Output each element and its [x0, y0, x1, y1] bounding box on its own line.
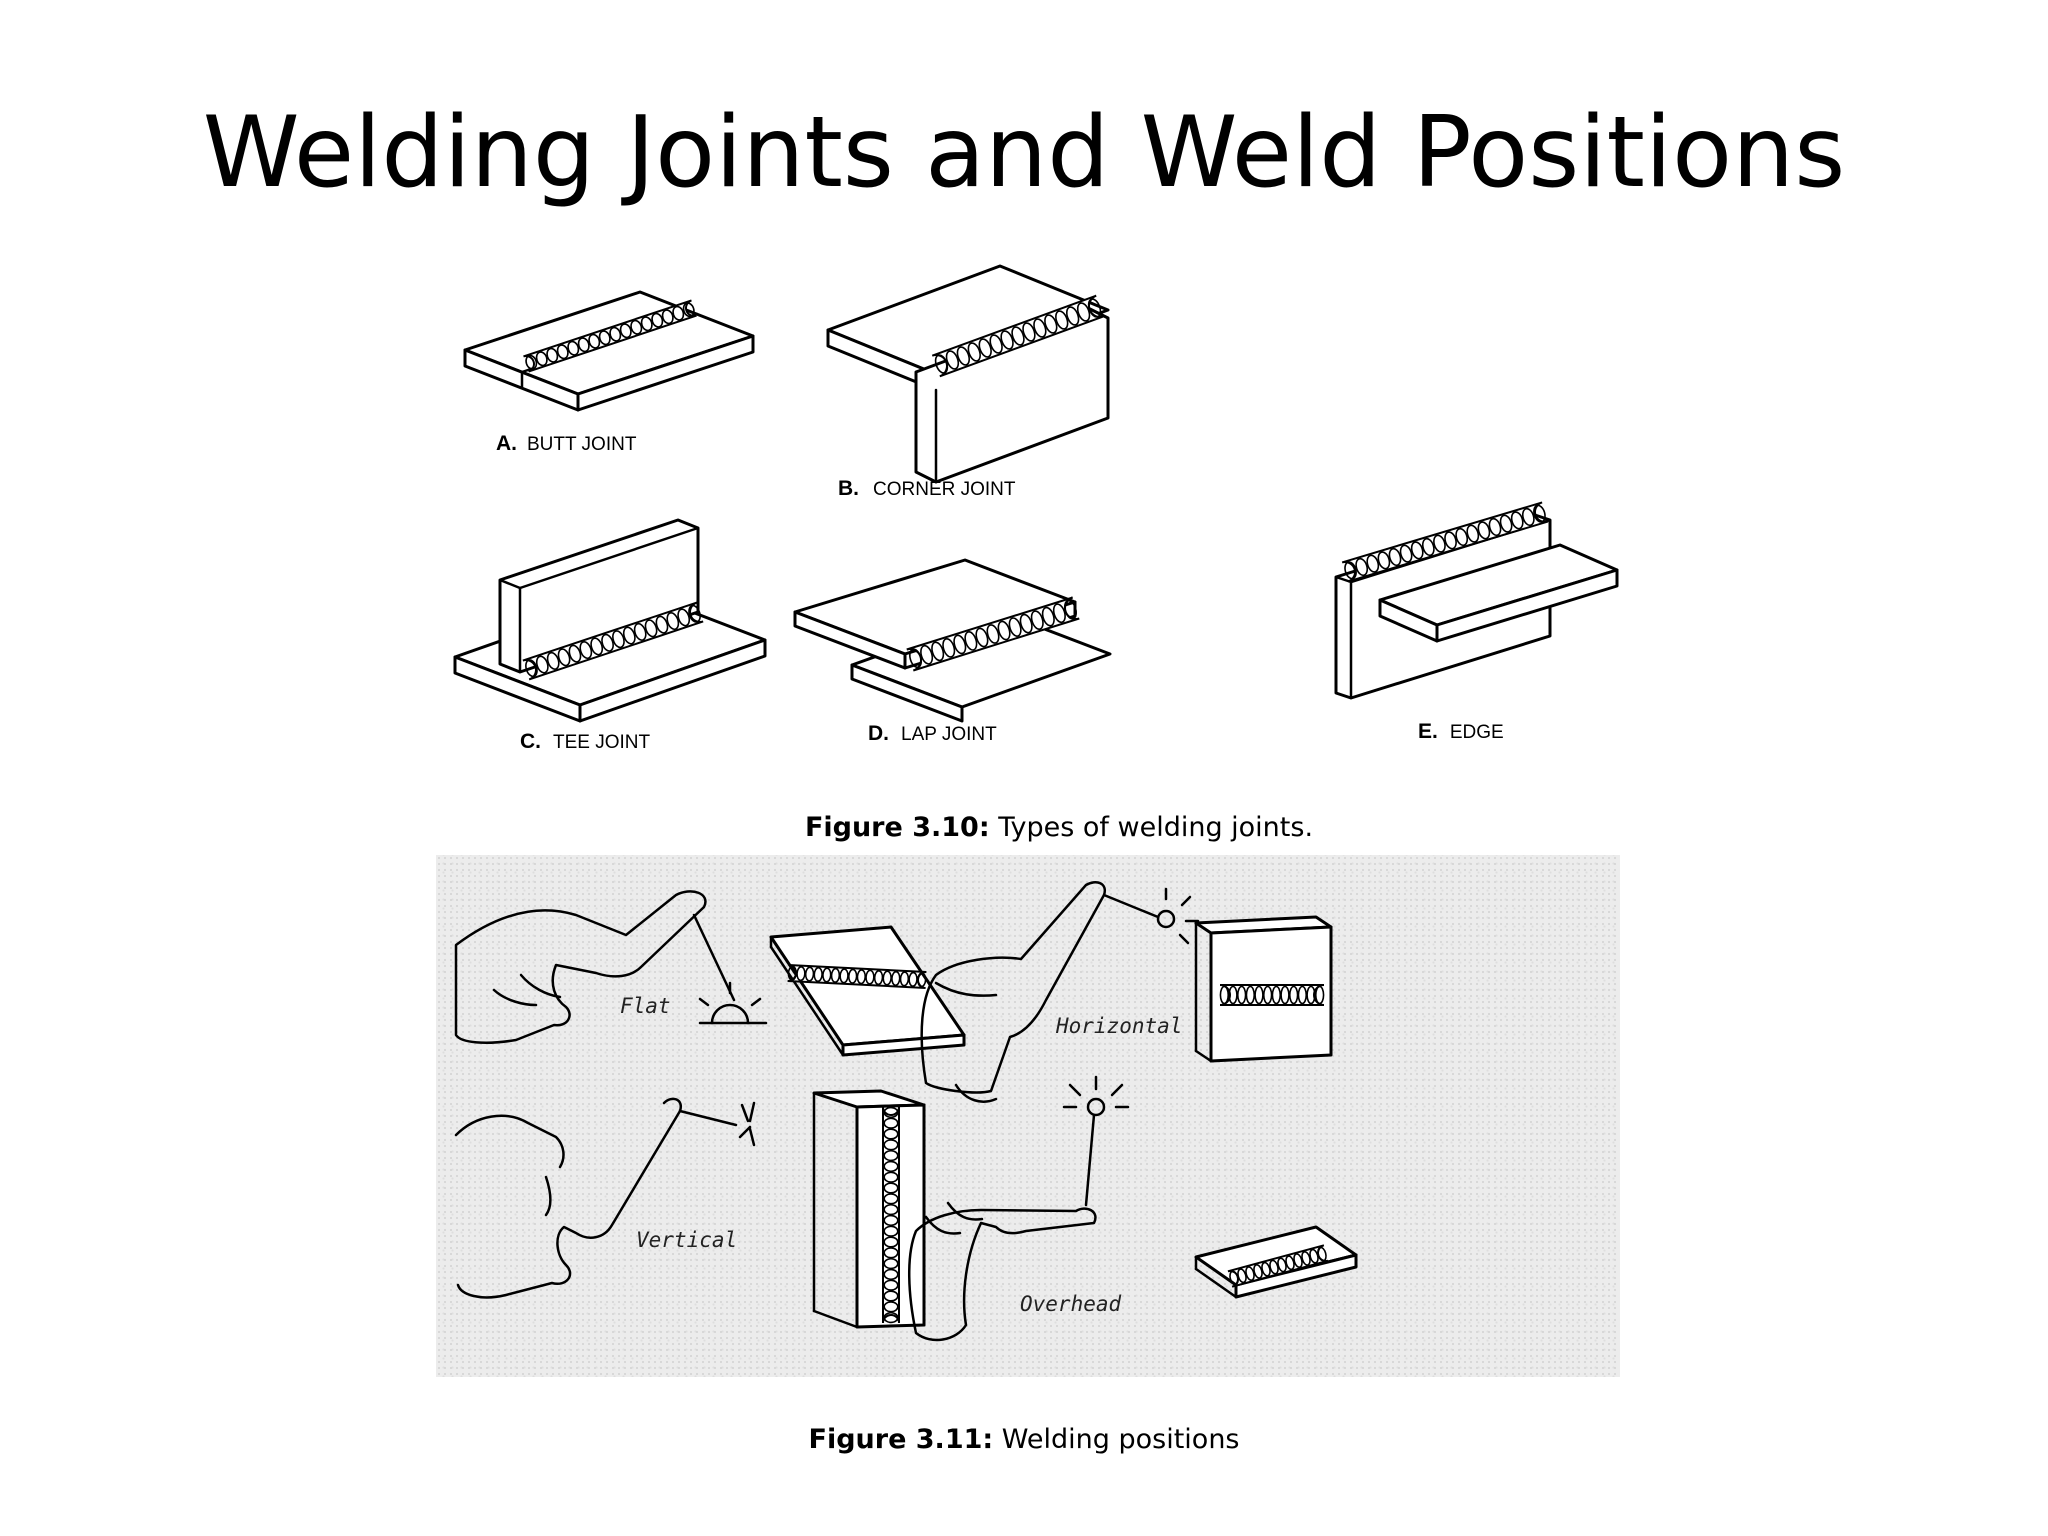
figure-3-11-caption: Figure 3.11: Welding positions — [0, 1424, 2048, 1455]
joint-label-a: A.BUTT JOINT — [496, 432, 637, 455]
figure-3-10-caption: Figure 3.10: Types of welding joints. — [0, 812, 2048, 843]
corner-joint-illustration — [826, 264, 1110, 484]
position-label-flat: Flat — [620, 994, 671, 1018]
horizontal-position-illustration — [920, 881, 1333, 1103]
tee-joint-illustration — [453, 518, 767, 723]
vertical-position-illustration — [454, 1089, 926, 1329]
joint-label-c: C.TEE JOINT — [520, 730, 651, 753]
edge-joint-illustration — [1334, 501, 1619, 700]
caption-text: Welding positions — [993, 1424, 1240, 1455]
caption-label: Figure 3.10: — [804, 812, 990, 843]
welding-joints-figure: A.BUTT JOINT B.CORNER JOINT C.TEE JOINT … — [453, 264, 1619, 753]
butt-joint-illustration — [463, 290, 755, 412]
position-label-vertical: Vertical — [636, 1228, 737, 1252]
joint-label-b: B.CORNER JOINT — [838, 477, 1016, 500]
joint-label-e: E.EDGE — [1418, 720, 1504, 743]
caption-label: Figure 3.11: — [808, 1424, 994, 1455]
slide-title: Welding Joints and Weld Positions — [202, 96, 1846, 210]
joint-label-d: D.LAP JOINT — [868, 722, 997, 745]
overhead-position-illustration — [907, 1075, 1358, 1342]
welding-positions-drawing: Flat Horizontal Vertical — [454, 881, 1358, 1342]
welding-positions-figure: Flat Horizontal Vertical — [436, 855, 1620, 1377]
position-label-horizontal: Horizontal — [1055, 1014, 1182, 1038]
caption-text: Types of welding joints. — [989, 812, 1314, 843]
lap-joint-illustration — [793, 558, 1112, 723]
position-label-overhead: Overhead — [1020, 1292, 1122, 1316]
flat-position-illustration — [454, 890, 966, 1057]
